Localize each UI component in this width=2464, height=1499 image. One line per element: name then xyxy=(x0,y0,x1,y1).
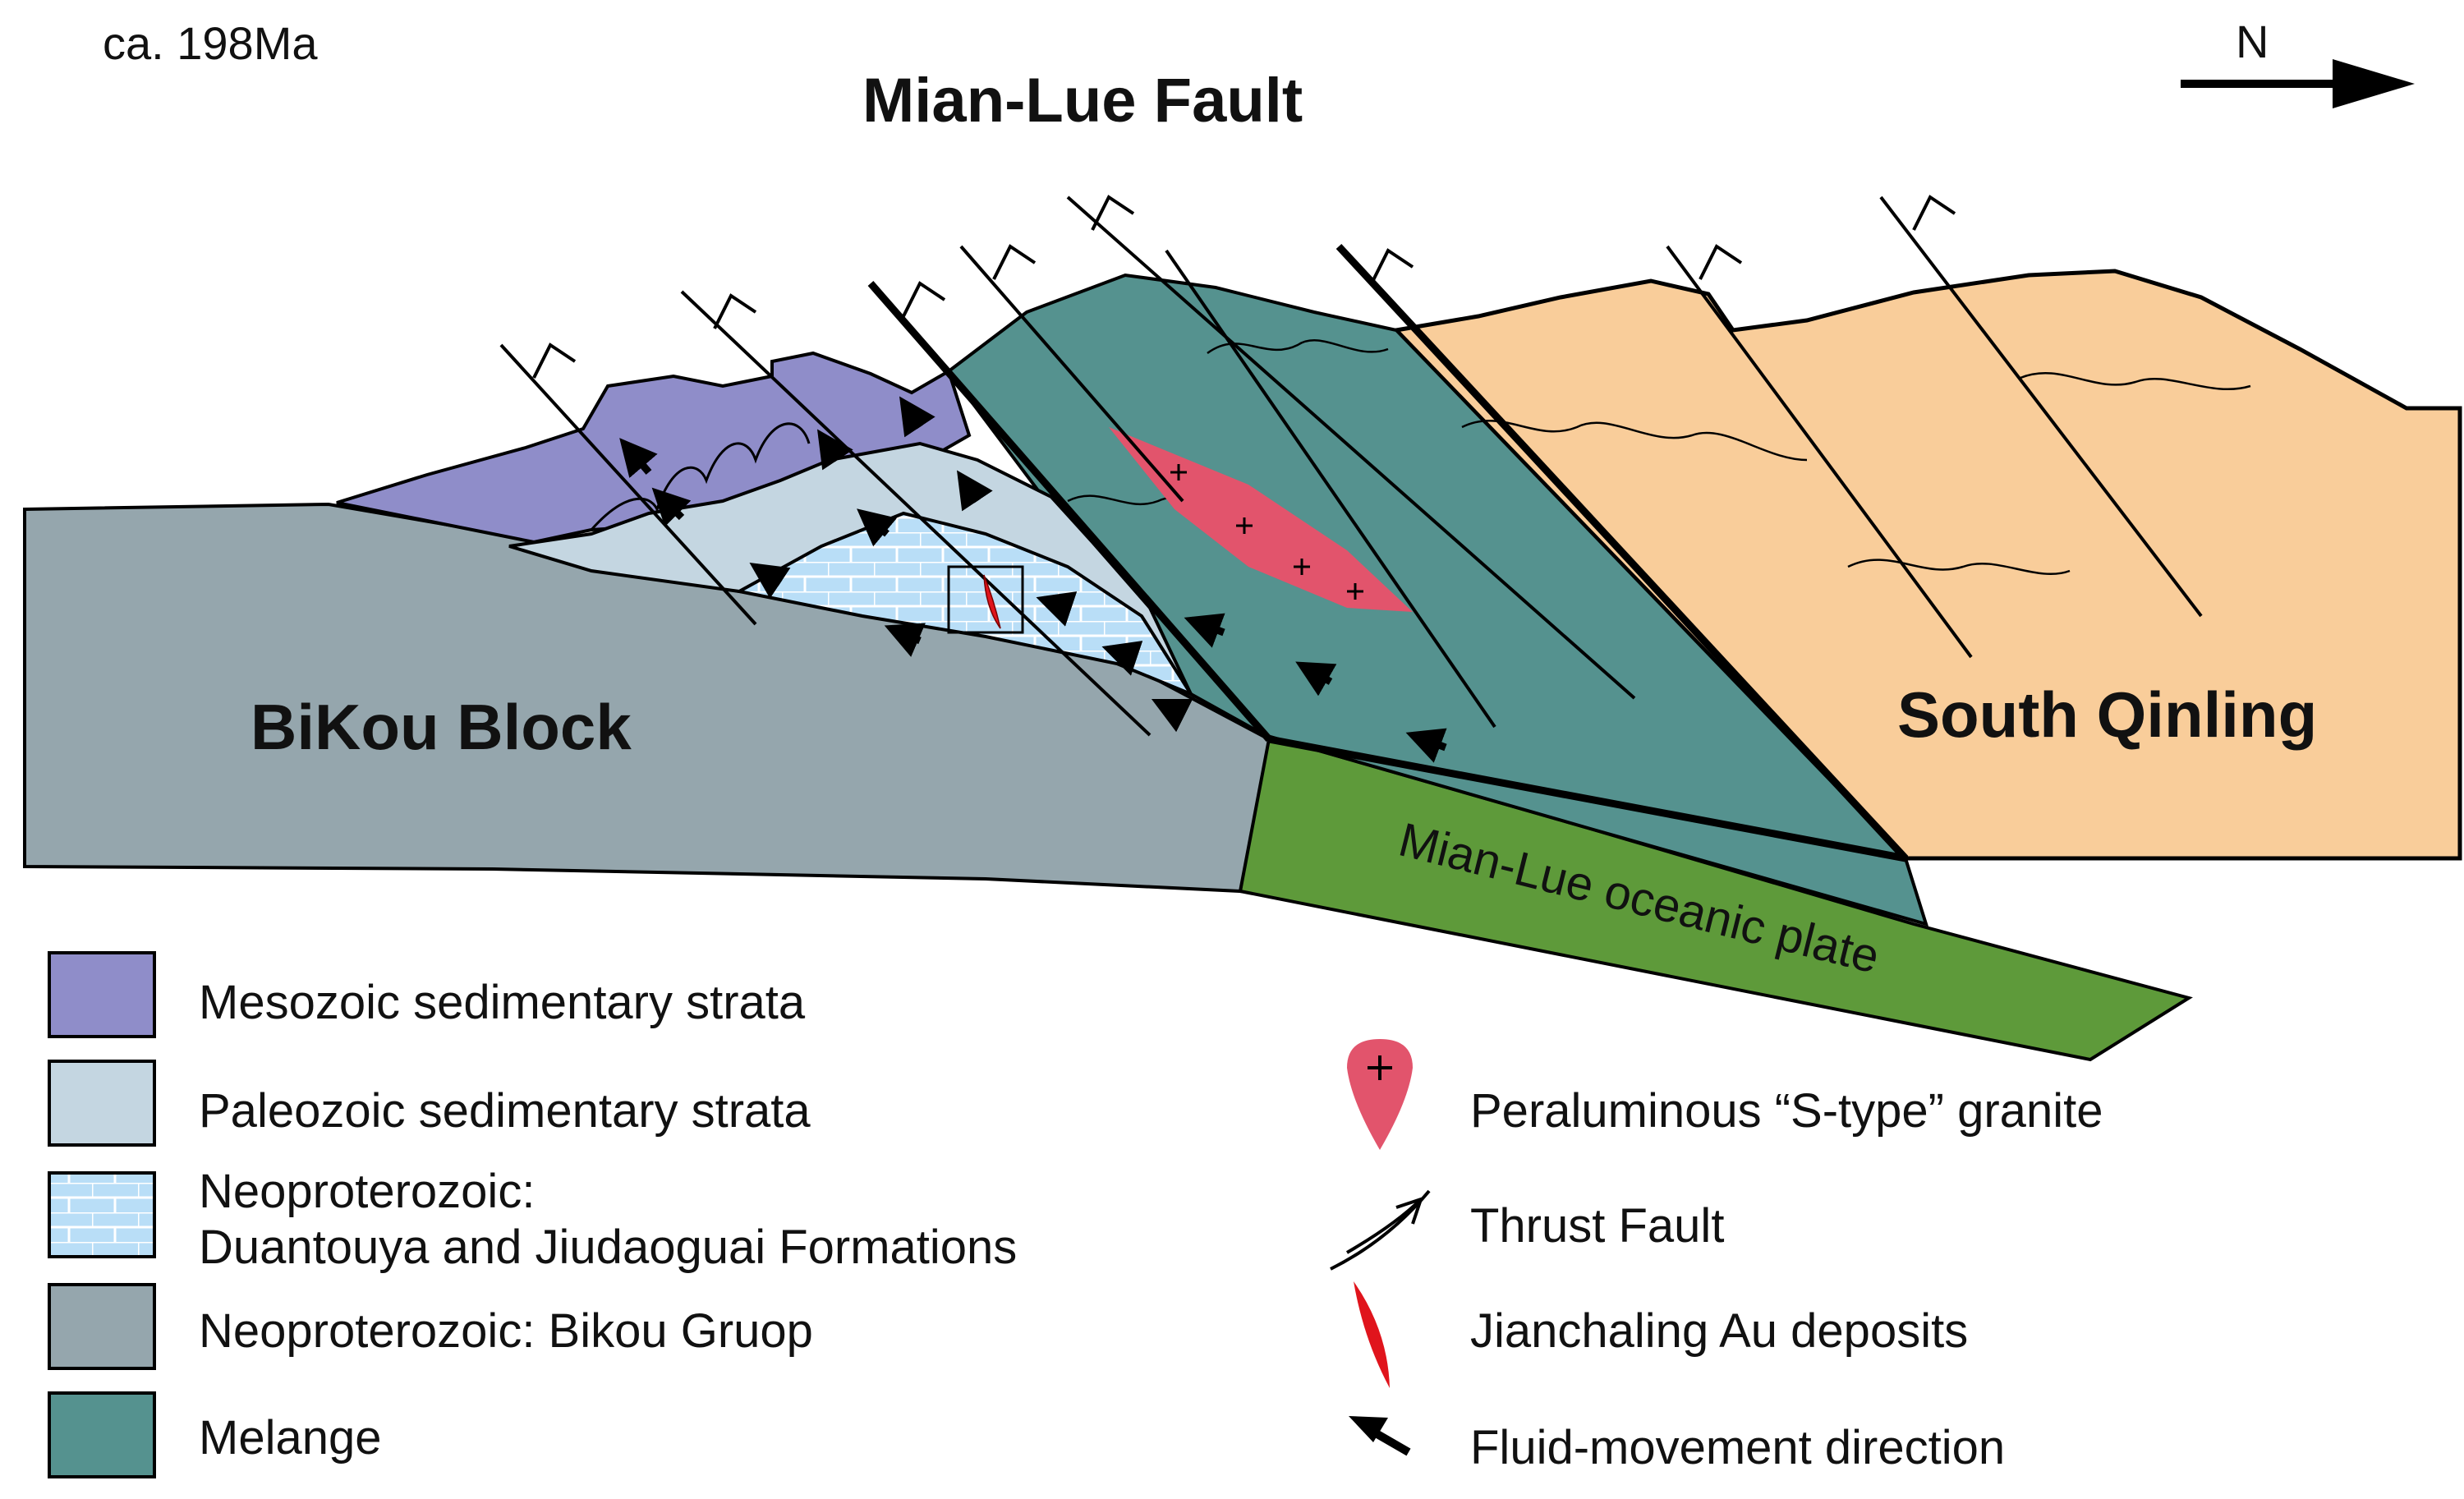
legend-label-fluid-arrow: Fluid-movement direction xyxy=(1470,1421,2005,1474)
legend-swatch-paleozoic xyxy=(48,1060,156,1147)
granite-icon xyxy=(1347,1039,1413,1150)
north-label: N xyxy=(2236,16,2269,67)
legend-label-paleozoic: Paleozoic sedimentary strata xyxy=(199,1084,811,1138)
legend-label-duantouya-line2: Duantouya and Jiudaoguai Formations xyxy=(199,1221,1017,1274)
sq-fold-1 xyxy=(1461,419,1808,462)
legend-label-mesozoic: Mesozoic sedimentary strata xyxy=(199,976,806,1029)
legend-swatch-duantouya xyxy=(48,1171,156,1258)
legend-swatch-bikou-group xyxy=(48,1283,156,1370)
legend-label-melange: Melange xyxy=(199,1411,381,1465)
legend-right: Peraluminous “S-type” granite Thrust Fau… xyxy=(1330,1039,2103,1474)
au-deposit-box xyxy=(947,565,1024,634)
north-arrowhead xyxy=(2333,59,2415,108)
sq-fold-3 xyxy=(2020,372,2251,390)
south-qinling-block xyxy=(1391,269,2462,861)
legend-label-thrust-fault: Thrust Fault xyxy=(1470,1199,1724,1253)
thrust-faults xyxy=(499,195,2203,862)
legend-label-bikou-group: Neoproterozoic: Bikou Gruop xyxy=(199,1304,813,1358)
cross-section xyxy=(23,195,2462,1062)
bikou-block-label: BiKou Block xyxy=(251,691,632,763)
fold-line xyxy=(590,422,811,531)
fluid-arrow-icon xyxy=(1349,1416,1411,1456)
legend-swatch-melange xyxy=(48,1391,156,1478)
south-qinling-label: South Qinling xyxy=(1897,678,2317,751)
melange-wedge xyxy=(946,273,1929,927)
au-deposit-icon xyxy=(1354,1281,1390,1388)
fluid-arrows xyxy=(619,396,1447,763)
au-deposit-mark xyxy=(983,574,1001,629)
legend-swatch-mesozoic xyxy=(48,951,156,1038)
legend-label-granite: Peraluminous “S-type” granite xyxy=(1470,1084,2103,1138)
fault-title: Mian-Lue Fault xyxy=(862,66,1303,136)
age-label: ca. 198Ma xyxy=(103,17,318,69)
granite-crosses xyxy=(1170,464,1363,600)
fault-sense-arrows xyxy=(532,195,1956,379)
sq-fold-2 xyxy=(1847,559,2071,575)
thrust-fault-icon xyxy=(1330,1189,1431,1271)
legend-left: Mesozoic sedimentary strata Paleozoic se… xyxy=(48,951,1017,1478)
legend-label-au-deposit: Jianchaling Au deposits xyxy=(1470,1304,1968,1358)
legend-label-duantouya-line1: Neoproterozoic: xyxy=(199,1165,535,1218)
